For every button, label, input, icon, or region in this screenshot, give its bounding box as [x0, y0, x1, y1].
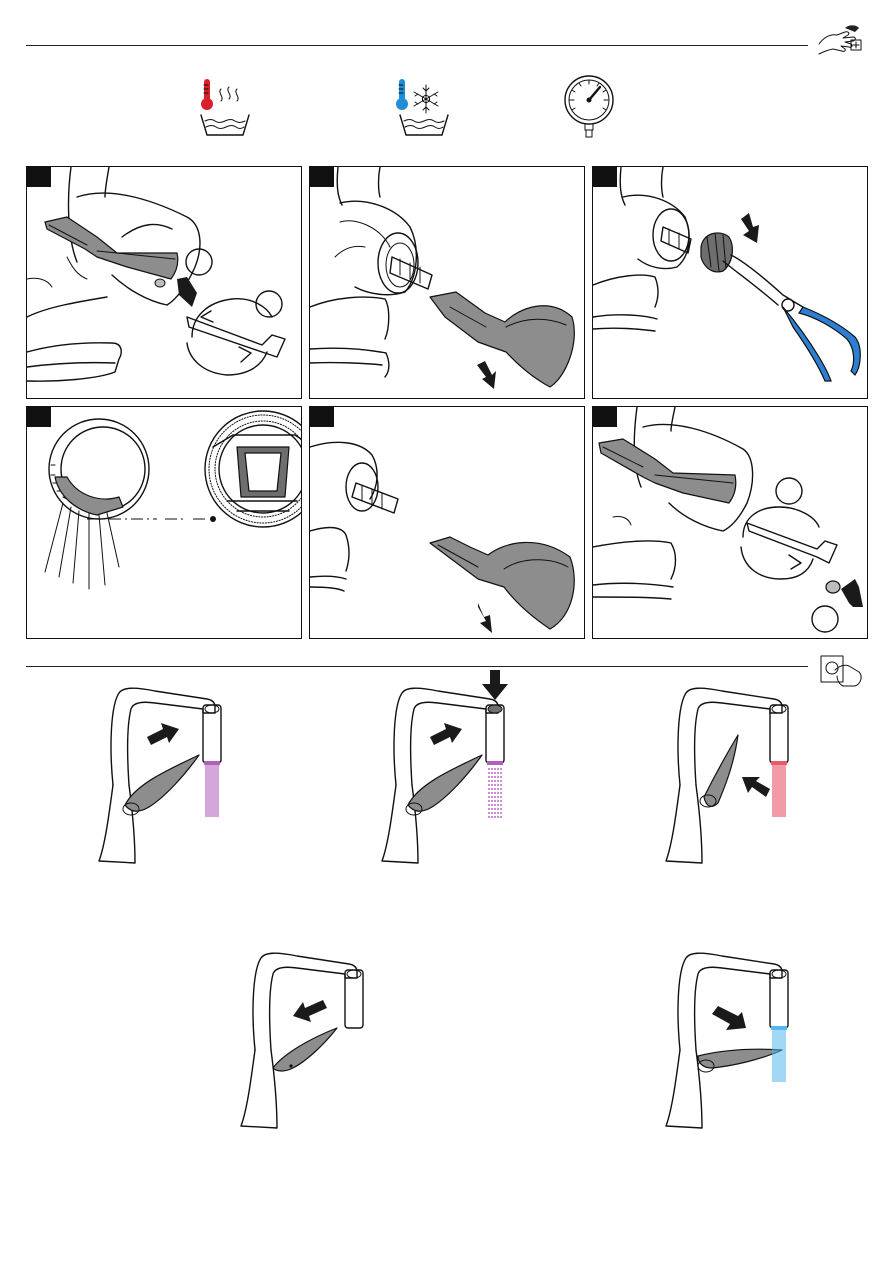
operation-lever-hot — [662, 685, 812, 870]
callout-circle-2 — [812, 606, 838, 632]
step-number-tag — [593, 407, 617, 427]
step-number-tag — [593, 167, 617, 187]
step-panel-6 — [592, 406, 868, 639]
operation-push-button-spray — [378, 668, 528, 868]
step-panel-5 — [309, 406, 585, 639]
pressure-gauge-icon — [558, 72, 622, 142]
step-panel-4 — [26, 406, 302, 639]
operation-lever-close — [237, 950, 387, 1135]
step-panel-1 — [26, 166, 302, 399]
push-button-icon — [815, 650, 865, 690]
step-number-tag — [310, 167, 334, 187]
step-number-tag — [27, 167, 51, 187]
step-panel-3 — [592, 166, 868, 399]
step-number-tag — [310, 407, 334, 427]
callout-circle-1 — [776, 478, 802, 504]
hot-water-icon — [193, 75, 257, 141]
hand-tool-icon — [815, 22, 865, 62]
operation-lever-open-mixed — [95, 685, 245, 870]
step-panel-2 — [309, 166, 585, 399]
operation-lever-cold — [662, 950, 812, 1135]
section-divider — [26, 666, 808, 667]
step-number-tag — [27, 407, 51, 427]
cold-water-icon — [392, 75, 456, 141]
top-divider — [26, 45, 808, 46]
